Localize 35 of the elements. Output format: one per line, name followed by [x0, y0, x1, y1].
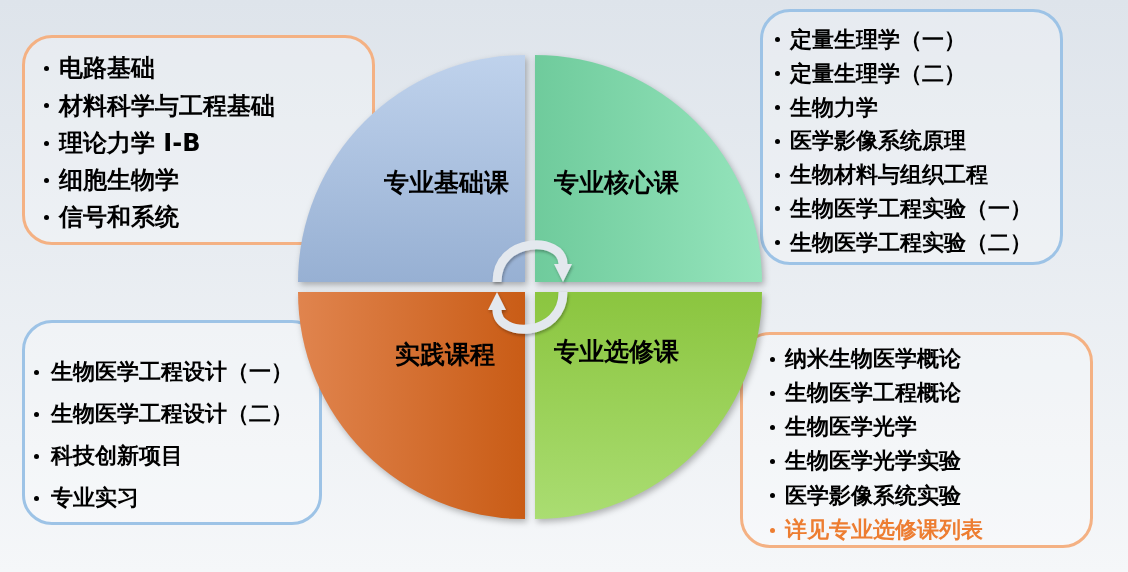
- course-name: 生物医学工程实验（一）: [790, 196, 1032, 222]
- course-name: 信号和系统: [59, 203, 179, 233]
- quadrant-segment: [298, 292, 525, 519]
- quadrant-segment: [535, 292, 762, 519]
- course-name: 生物医学工程概论: [785, 380, 961, 407]
- course-name: 定量生理学（二）: [790, 60, 966, 87]
- course-name: 纳米生物医学概论: [785, 345, 961, 373]
- quadrant-segment: [535, 55, 762, 282]
- quadrant-segment: [298, 55, 525, 282]
- course-name: 细胞生物学: [59, 166, 179, 195]
- course-name: 医学影像系统实验: [785, 482, 961, 510]
- course-name: 详见专业选修课列表: [785, 516, 983, 544]
- course-name: 理论力学 I-B: [59, 128, 201, 158]
- course-list-card: [740, 332, 1093, 548]
- course-list-card: [760, 9, 1063, 265]
- segment-label: 专业选修课: [553, 337, 679, 367]
- curved-arrow: [488, 291, 568, 334]
- course-name: 生物医学光学: [785, 414, 917, 441]
- course-name: 科技创新项目: [51, 442, 183, 470]
- course-list-card: [22, 320, 322, 525]
- course-name: 生物医学工程设计（二）: [51, 400, 293, 428]
- course-name: 生物医学工程设计（一）: [51, 358, 293, 386]
- course-name: 生物医学工程实验（二）: [790, 229, 1032, 256]
- segment-label: 专业核心课: [553, 168, 679, 198]
- course-name: 专业实习: [51, 484, 139, 512]
- course-name: 材料科学与工程基础: [59, 91, 275, 121]
- course-name: 生物医学光学实验: [785, 448, 961, 475]
- course-name: 医学影像系统原理: [790, 128, 966, 155]
- course-name: 生物力学: [790, 94, 878, 121]
- segment-label: 专业基础课: [383, 168, 509, 198]
- course-name: 生物材料与组织工程: [790, 162, 988, 188]
- curved-arrow: [492, 240, 572, 283]
- course-name: 定量生理学（一）: [790, 27, 966, 53]
- course-name: 电路基础: [59, 54, 155, 84]
- segment-label: 实践课程: [395, 340, 495, 370]
